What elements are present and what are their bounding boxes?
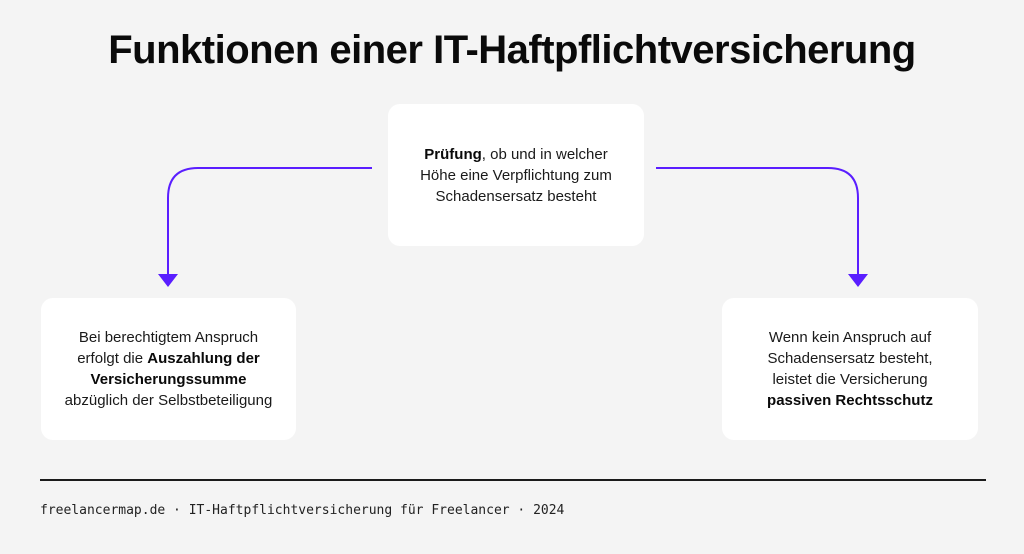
card-rechtsschutz: Wenn kein Anspruch auf Schadensersatz be…: [722, 298, 978, 440]
arrow-down-right-icon: [656, 167, 868, 287]
footer-credit: freelancermap.de · IT-Haftpflichtversich…: [40, 503, 565, 518]
card-top-line1: , ob und in welcher: [481, 145, 608, 163]
card-pruefung: Prüfung, ob und in welcher Höhe eine Ver…: [388, 104, 644, 246]
card-left-line4: abzüglich der Selbstbeteiligung: [64, 392, 273, 409]
card-right-line1: Wenn kein Anspruch auf: [768, 329, 932, 346]
card-right-line3: leistet die Versicherung: [772, 371, 928, 388]
card-auszahlung: Bei berechtigtem Anspruch erfolgt die Au…: [41, 298, 296, 440]
footer-divider: [40, 479, 986, 481]
card-right-line2: Schadensersatz besteht,: [767, 350, 933, 367]
card-top-bold: Prüfung: [424, 145, 482, 163]
card-right-bold: passiven Rechtsschutz: [767, 392, 933, 409]
card-top-line3: Schadensersatz besteht: [435, 187, 597, 205]
page-title: Funktionen einer IT-Haftpflichtversicher…: [108, 28, 916, 72]
card-top-line2: Höhe eine Verpflichtung zum: [420, 166, 612, 184]
card-left-line2: erfolgt die: [77, 350, 148, 367]
card-left-line1: Bei berechtigtem Anspruch: [78, 329, 259, 346]
card-left-bold2: Versicherungssumme: [90, 371, 247, 388]
arrow-down-left-icon: [158, 167, 372, 287]
card-left-bold1: Auszahlung der: [147, 350, 260, 367]
